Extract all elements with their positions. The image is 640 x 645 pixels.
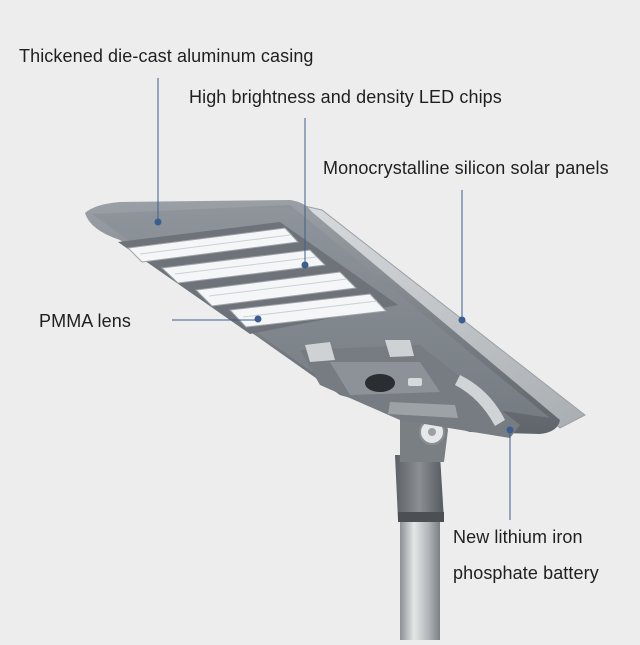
- led-module-4: [228, 293, 388, 328]
- callout-led-label: High brightness and density LED chips: [189, 87, 502, 107]
- callout-battery-label-line1: New lithium iron: [453, 527, 583, 547]
- callout-solar-label: Monocrystalline silicon solar panels: [323, 158, 609, 178]
- lens-dot: [254, 315, 262, 323]
- led-module-2: [160, 249, 327, 284]
- battery-compartment: [300, 340, 520, 438]
- solar-dot: [458, 316, 466, 324]
- led-dot: [301, 261, 309, 269]
- pole: [395, 455, 444, 645]
- callout-lines: [154, 78, 514, 520]
- led-modules: [126, 227, 388, 328]
- casing-dot: [154, 218, 162, 226]
- led-module-3: [194, 271, 358, 307]
- callout-casing-label: Thickened die-cast aluminum casing: [19, 46, 314, 66]
- battery-dot: [506, 426, 514, 434]
- callout-lens-label: PMMA lens: [39, 311, 131, 331]
- callout-battery-label-line2: phosphate battery: [453, 563, 599, 583]
